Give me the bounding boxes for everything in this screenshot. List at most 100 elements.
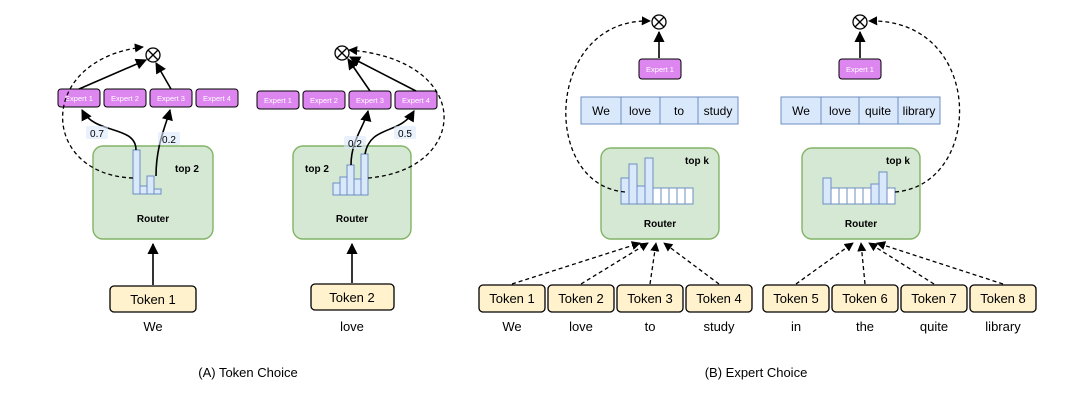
expert-label: Expert 4 <box>402 96 430 105</box>
sequence-cell: We <box>592 104 610 118</box>
panel-a-caption: (A) Token Choice <box>198 365 297 380</box>
score-histogram <box>822 171 896 205</box>
token-label: Token 1 <box>489 291 535 306</box>
routing-weight: 0.5 <box>398 129 412 140</box>
skip-connection-arrow <box>565 16 651 193</box>
expert-label: Expert 3 <box>157 94 185 103</box>
sequence-cell: We <box>792 104 810 118</box>
token-label: Token 1 <box>130 292 176 307</box>
sequence-cell: to <box>674 104 684 118</box>
token-word: love <box>569 319 593 334</box>
selected-token-sequence: We love quite library <box>780 96 941 125</box>
token-box <box>685 284 753 313</box>
token-word: to <box>645 319 656 334</box>
expert-to-multiply-arrow <box>347 58 371 92</box>
token-word: We <box>143 319 162 334</box>
token-word: study <box>703 319 735 334</box>
token-label: Token 2 <box>329 290 375 305</box>
token-to-router-arrow <box>580 242 649 285</box>
top-k-label: top 2 <box>175 164 199 175</box>
token-to-router-arrow <box>511 241 641 285</box>
expert-label: Expert 3 <box>356 96 384 105</box>
expert-box: Expert 2 <box>103 88 147 108</box>
expert-box: Expert 2 <box>302 90 346 110</box>
panel-a-token-choice: Expert 1 Expert 2 Expert 3 Expert 4 <box>57 43 445 380</box>
panel-a-right-column: Expert 1 Expert 2 Expert 3 Expert 4 <box>256 45 445 334</box>
token-to-router-arrow <box>649 242 660 285</box>
expert-box: Expert 3 <box>149 88 193 108</box>
multiply-node <box>852 14 868 30</box>
top-k-label: top k <box>685 156 709 167</box>
token-to-router-arrow <box>876 241 1004 285</box>
expert-box: Expert 1 <box>256 90 300 110</box>
expert-box: Expert 1 <box>57 88 101 108</box>
router-label: Router <box>336 214 368 225</box>
panel-b-expert-choice: Expert 1 We love to study <box>478 14 1037 380</box>
router-label: Router <box>644 219 676 230</box>
expert-box: Expert 1 <box>638 58 682 80</box>
token-label: Token 5 <box>773 291 819 306</box>
token-to-router-arrow <box>868 242 935 285</box>
panel-b-left-group: Expert 1 We love to study <box>478 14 753 334</box>
expert-to-multiply-arrow <box>78 58 148 90</box>
expert-box: Expert 3 <box>348 90 392 110</box>
token-label: Token 3 <box>627 291 673 306</box>
token-box <box>547 284 615 313</box>
sequence-cell: quite <box>865 104 891 118</box>
sequence-cell: study <box>704 104 733 118</box>
token-to-router-arrow <box>857 242 867 285</box>
sequence-cell: love <box>829 104 851 118</box>
score-histogram <box>620 157 694 205</box>
routing-arrow <box>350 109 372 166</box>
routing-weight: 0.2 <box>162 135 176 146</box>
routing-weight: 0.2 <box>348 139 362 150</box>
token-box <box>109 285 197 313</box>
expert-label: Expert 4 <box>203 94 231 103</box>
skip-connection-arrow <box>61 43 144 179</box>
token-label: Token 4 <box>696 291 742 306</box>
routing-arrow <box>81 109 137 151</box>
token-box <box>969 284 1037 313</box>
expert-box: Expert 4 <box>195 88 239 108</box>
sequence-cell: library <box>903 104 936 118</box>
panel-b-right-group: Expert 1 We love quite library <box>762 14 1037 334</box>
token-box <box>478 284 546 313</box>
multiply-node <box>334 45 350 61</box>
expert-label: Expert 1 <box>646 65 674 74</box>
expert-label: Expert 1 <box>846 65 874 74</box>
token-row: Token 1 Token 2 Token 3 Token 4 We love … <box>478 284 753 334</box>
panel-a-left-column: Expert 1 Expert 2 Expert 3 Expert 4 <box>57 43 239 334</box>
token-box <box>310 283 395 311</box>
selected-token-sequence: We love to study <box>580 96 739 125</box>
token-box <box>616 284 684 313</box>
token-label: Token 7 <box>911 291 957 306</box>
routing-arrow <box>364 110 415 155</box>
token-to-router-arrow <box>795 242 854 285</box>
token-to-router-arrow <box>663 242 720 285</box>
multiply-node <box>145 47 161 63</box>
router-label: Router <box>137 214 169 225</box>
expert-to-multiply-arrow <box>349 56 417 92</box>
expert-to-multiply-arrow <box>155 62 172 90</box>
token-word: love <box>340 319 364 334</box>
multiply-node <box>651 14 667 30</box>
token-word: We <box>502 319 521 334</box>
expert-label: Expert 1 <box>264 96 292 105</box>
panel-b-caption: (B) Expert Choice <box>705 365 808 380</box>
token-word: library <box>985 319 1021 334</box>
top-k-label: top k <box>886 156 910 167</box>
token-box <box>762 284 830 313</box>
expert-label: Expert 2 <box>310 96 338 105</box>
router-label: Router <box>845 219 877 230</box>
expert-label: Expert 1 <box>65 94 93 103</box>
skip-connection-arrow <box>868 16 961 193</box>
skip-connection-arrow <box>348 46 445 179</box>
token-word: the <box>856 319 874 334</box>
token-box <box>900 284 968 313</box>
routing-weight: 0.7 <box>90 129 104 140</box>
token-row: Token 5 Token 6 Token 7 Token 8 in the q… <box>762 284 1037 334</box>
expert-label: Expert 2 <box>111 94 139 103</box>
expert-box: Expert 1 <box>838 58 882 80</box>
expert-box: Expert 4 <box>394 90 438 110</box>
